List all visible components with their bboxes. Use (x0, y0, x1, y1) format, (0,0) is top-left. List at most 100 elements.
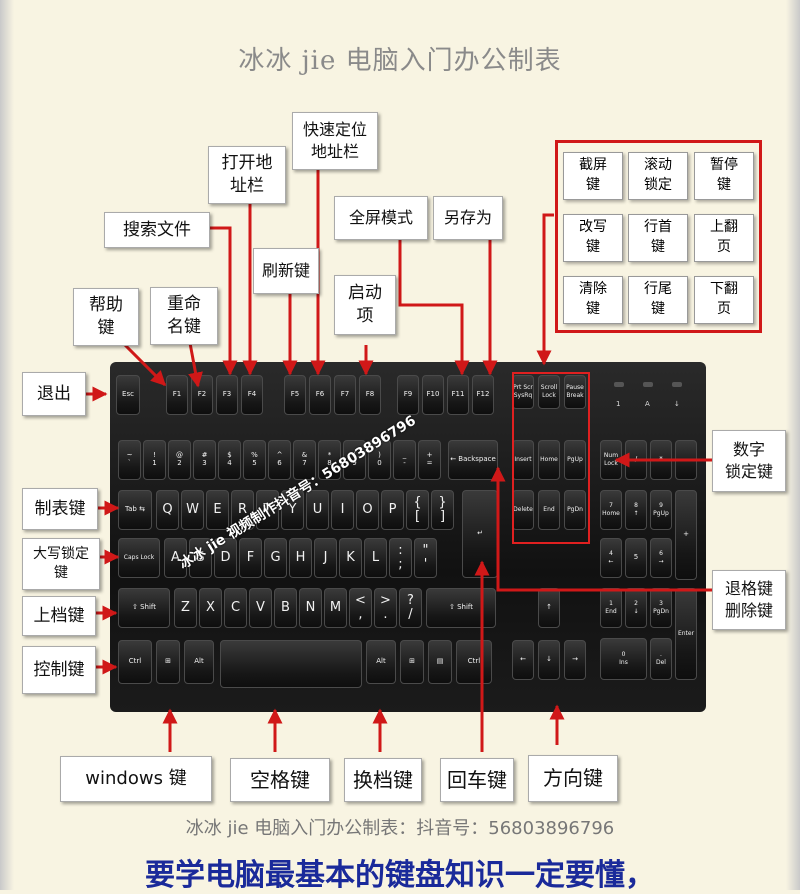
key-menu[interactable]: ▤ (428, 640, 452, 684)
key-a-row[interactable]: F (239, 538, 262, 578)
key-a-row[interactable]: L (364, 538, 387, 578)
key-z-row[interactable]: C (224, 588, 247, 628)
key-q-row[interactable]: } ] (431, 490, 454, 530)
key-rctrl[interactable]: Ctrl (456, 640, 492, 684)
key-z-row[interactable]: ? / (399, 588, 422, 628)
label-exit: 退出 (22, 372, 86, 416)
key-pgdn[interactable]: PgDn (564, 490, 586, 530)
key-z-row[interactable]: < , (349, 588, 372, 628)
key-f1[interactable]: F1 (166, 375, 188, 415)
key-num-row[interactable]: ~ ` (118, 440, 141, 480)
key-q-row[interactable]: P (381, 490, 404, 530)
key-np-dot[interactable]: . Del (650, 638, 672, 680)
key-f9[interactable]: F9 (397, 375, 419, 415)
key-q-row[interactable]: R (231, 490, 254, 530)
key-f6[interactable]: F6 (309, 375, 331, 415)
key-win[interactable]: ⊞ (156, 640, 180, 684)
key-q-row[interactable]: W (181, 490, 204, 530)
key-altgr[interactable]: Alt (366, 640, 396, 684)
key-caps[interactable]: Caps Lock (118, 538, 160, 578)
grid-cell: 滚动 锁定 (628, 152, 688, 200)
key-q-row[interactable]: E (206, 490, 229, 530)
key-z-row[interactable]: M (324, 588, 347, 628)
key-a-row[interactable]: S (189, 538, 212, 578)
key-num-row[interactable]: * 8 (318, 440, 341, 480)
key-a-row[interactable]: J (314, 538, 337, 578)
key-f8[interactable]: F8 (359, 375, 381, 415)
key-home[interactable]: Home (538, 440, 560, 480)
key-z-row[interactable]: Z (174, 588, 197, 628)
key-f5[interactable]: F5 (284, 375, 306, 415)
key-z-row[interactable]: V (249, 588, 272, 628)
key-np7[interactable]: 7 Home (600, 490, 622, 530)
key-z-row[interactable]: > . (374, 588, 397, 628)
key-end[interactable]: End (538, 490, 560, 530)
key-np5[interactable]: 5 (625, 538, 647, 578)
indicator-label: ↓ (674, 400, 680, 408)
label-help: 帮助 键 (73, 288, 139, 346)
key-num-row[interactable]: @ 2 (168, 440, 191, 480)
key-right[interactable]: → (564, 640, 586, 680)
label-backspace: 退格键 删除键 (712, 570, 786, 630)
key-backspace[interactable]: ← Backspace (448, 440, 498, 480)
key-a-row[interactable]: G (264, 538, 287, 578)
key-np-enter[interactable]: Enter (675, 588, 697, 680)
key-np6[interactable]: 6 → (650, 538, 672, 578)
key-down[interactable]: ↓ (538, 640, 560, 680)
key-f3[interactable]: F3 (216, 375, 238, 415)
key-z-row[interactable]: X (199, 588, 222, 628)
key-np4[interactable]: 4 ← (600, 538, 622, 578)
key-f11[interactable]: F11 (447, 375, 469, 415)
key-esc[interactable]: Esc (116, 375, 140, 415)
key-shift[interactable]: ⇧ Shift (118, 588, 170, 628)
key-num-row[interactable]: _ - (393, 440, 416, 480)
key-f12[interactable]: F12 (472, 375, 494, 415)
key-alt[interactable]: Alt (184, 640, 214, 684)
key-f7[interactable]: F7 (334, 375, 356, 415)
key-np8[interactable]: 8 ↑ (625, 490, 647, 530)
label-alt: 换档键 (344, 758, 422, 802)
key-a-row[interactable]: H (289, 538, 312, 578)
key-num-row[interactable]: $ 4 (218, 440, 241, 480)
key-a-row[interactable]: D (214, 538, 237, 578)
key-f4[interactable]: F4 (241, 375, 263, 415)
key-numlock[interactable]: Num Lock (600, 440, 622, 480)
key-num-row[interactable]: & 7 (293, 440, 316, 480)
indicator-label: A (645, 400, 650, 408)
key-a-row[interactable]: K (339, 538, 362, 578)
key-num-row[interactable]: ( 9 (343, 440, 366, 480)
key-scroll[interactable]: Scroll Lock (538, 375, 560, 409)
key-num-row[interactable]: # 3 (193, 440, 216, 480)
key-q-row[interactable]: O (356, 490, 379, 530)
key-np-add[interactable]: + (675, 490, 697, 580)
key-f10[interactable]: F10 (422, 375, 444, 415)
key-num-row[interactable]: % 5 (243, 440, 266, 480)
key-z-row[interactable]: B (274, 588, 297, 628)
indicator-light (614, 382, 624, 387)
key-q-row[interactable]: I (331, 490, 354, 530)
key-z-row[interactable]: N (299, 588, 322, 628)
key-np9[interactable]: 9 PgUp (650, 490, 672, 530)
key-num-row[interactable]: ^ 6 (268, 440, 291, 480)
key-space[interactable] (220, 640, 362, 688)
key-q-row[interactable]: T (256, 490, 279, 530)
key-q-row[interactable]: Y (281, 490, 304, 530)
key-q-row[interactable]: Q (156, 490, 179, 530)
key-rshift[interactable]: ⇧ Shift (426, 588, 496, 628)
key-num-row[interactable]: ) 0 (368, 440, 391, 480)
key-ctrl[interactable]: Ctrl (118, 640, 152, 684)
arrow-search (210, 226, 238, 376)
key-a-row[interactable]: " ' (414, 538, 437, 578)
key-num-row[interactable]: + = (418, 440, 441, 480)
key-np3[interactable]: 3 PgDn (650, 588, 672, 628)
key-q-row[interactable]: { [ (406, 490, 429, 530)
key-a-row[interactable]: : ; (389, 538, 412, 578)
key-pause[interactable]: Pause Break (564, 375, 586, 409)
key-np0[interactable]: 0 Ins (600, 638, 647, 680)
key-a-row[interactable]: A (164, 538, 187, 578)
key-q-row[interactable]: U (306, 490, 329, 530)
key-left[interactable]: ← (512, 640, 534, 680)
key-num-row[interactable]: ! 1 (143, 440, 166, 480)
key-win2[interactable]: ⊞ (400, 640, 424, 684)
key-pgup[interactable]: PgUp (564, 440, 586, 480)
